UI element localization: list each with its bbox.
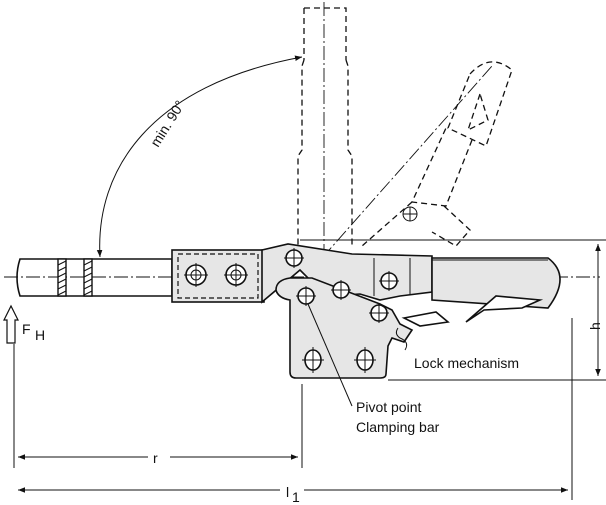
force-label-subscript: H <box>35 327 45 343</box>
lock-mechanism-label: Lock mechanism <box>414 355 519 371</box>
dimension-l1-subscript: 1 <box>292 489 300 505</box>
bar-knurled-ring-1 <box>57 258 67 297</box>
mounting-hole-2 <box>354 347 376 373</box>
pivot-point-label: Pivot point <box>356 399 421 415</box>
lock-lever <box>401 295 544 327</box>
bar-holder-block <box>171 249 265 303</box>
lock-mechanism-callout: Lock mechanism <box>395 327 519 371</box>
handle-released-pivot <box>402 206 418 222</box>
dimension-h-label: h <box>587 322 603 330</box>
bar-knurled-ring-2 <box>83 258 93 297</box>
pivot-handle <box>379 271 399 291</box>
handle-released-position <box>321 61 513 259</box>
handle-closed <box>431 257 561 309</box>
dimension-l1-label: l <box>286 484 289 500</box>
dimension-r-label: r <box>153 450 158 466</box>
mounting-hole-1 <box>302 347 324 373</box>
dimension-h: h <box>300 239 606 381</box>
pivot-clamping-bar <box>296 286 316 306</box>
dimension-r: r <box>13 344 303 468</box>
dimension-l1: l 1 <box>18 318 573 505</box>
force-label: F <box>22 321 31 337</box>
angle-indicator: min. 90° <box>96 55 303 258</box>
force-arrow: F H <box>3 304 45 344</box>
pivot-point-callout: Pivot point Clamping bar <box>307 303 440 435</box>
bolt-1 <box>184 263 208 287</box>
clamping-bar-closed <box>4 258 600 297</box>
clamping-bar-label: Clamping bar <box>356 419 440 435</box>
pivot-lower <box>369 303 389 323</box>
pivot-middle <box>331 280 351 300</box>
bolt-2 <box>224 263 248 287</box>
clamping-bar-open-position <box>297 2 353 258</box>
